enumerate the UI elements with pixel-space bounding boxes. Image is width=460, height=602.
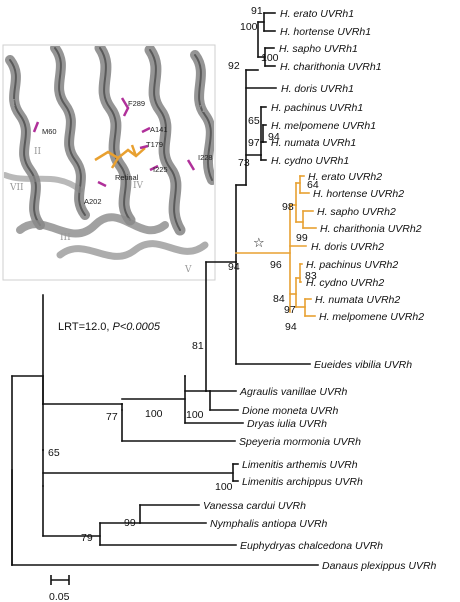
taxon-eueides-vibilia: Eueides vibilia UVRh [314,359,412,371]
bootstrap-values: 91 100 100 92 65 97 94 73 98 64 99 96 94… [48,5,319,544]
taxon-nymphalis-antiopa: Nymphalis antiopa UVRh [210,518,327,530]
residue-m60 [32,121,40,133]
uvrh2-clade [235,175,317,317]
helix-label-3: III [60,233,71,243]
helix-label-7: VII [9,183,24,193]
bootstrap-99-b: 99 [124,517,136,529]
bootstrap-84: 84 [273,293,285,305]
taxon-h-melpomene-uvrh1: H. melpomene UVRh1 [271,120,376,132]
bootstrap-83: 83 [305,270,317,282]
bootstrap-79: 79 [81,532,93,544]
taxon-danaus-plexippus: Danaus plexippus UVRh [322,560,437,572]
bootstrap-73: 73 [238,157,250,169]
taxon-limenitis-arthemis: Limenitis arthemis UVRh [242,459,358,471]
scale-bar [50,575,70,585]
taxon-h-sapho-uvrh2: H. sapho UVRh2 [317,206,396,218]
retinal-chromophore [94,144,146,169]
bootstrap-100-c: 100 [145,408,163,420]
helix-label-2: II [34,147,42,157]
residue-a202 [97,180,107,188]
bootstrap-77: 77 [106,411,118,423]
taxon-vanessa-cardui: Vanessa cardui UVRh [203,500,306,512]
bootstrap-94-a: 94 [268,131,280,143]
helix-label-1: I [12,99,16,109]
taxon-h-pachinus-uvrh2: H. pachinus UVRh2 [306,259,398,271]
bootstrap-92: 92 [228,60,240,72]
taxon-h-doris-uvrh2: H. doris UVRh2 [311,241,384,253]
bootstrap-64: 64 [307,179,319,191]
taxon-h-cydno-uvrh1: H. cydno UVRh1 [271,155,349,167]
taxon-h-erato-uvrh1: H. erato UVRh1 [280,8,354,20]
label-i225: I225 [153,165,168,174]
taxon-dione-moneta: Dione moneta UVRh [242,405,338,417]
taxon-h-erato-uvrh2: H. erato UVRh2 [308,171,382,183]
bootstrap-96: 96 [270,259,282,271]
bootstrap-100-e: 100 [215,481,233,493]
bootstrap-100-a: 100 [240,21,258,33]
opsin-structure-inset: F289 M60 A141 T179 Retinal A202 I225 I22… [2,44,216,281]
lrt-p-value: P<0.0005 [113,321,161,333]
taxon-h-pachinus-uvrh1: H. pachinus UVRh1 [271,102,363,114]
taxon-h-charithonia-uvrh1: H. charithonia UVRh1 [280,61,382,73]
label-a141: A141 [150,125,168,134]
taxon-h-melpomene-uvrh2: H. melpomene UVRh2 [319,311,424,323]
label-m60: M60 [42,127,57,136]
selection-star-icon: ☆ [253,236,265,251]
label-t179: T179 [146,140,163,149]
tree-branches [11,12,319,566]
taxon-agraulis-vanillae: Agraulis vanillae UVRh [239,386,348,398]
taxon-h-doris-uvrh1: H. doris UVRh1 [281,83,354,95]
lrt-annotation: LRT=12.0, P<0.0005 [58,321,161,333]
taxon-limenitis-archippus: Limenitis archippus UVRh [242,476,363,488]
helix-label-4: IV [133,181,144,191]
bootstrap-65-a: 65 [248,115,260,127]
bootstrap-94-b: 94 [228,261,240,273]
residue-i228 [186,159,196,171]
taxon-h-numata-uvrh2: H. numata UVRh2 [315,294,400,306]
residue-a141 [141,126,151,134]
bootstrap-100-b: 100 [261,52,279,64]
label-i228: I228 [198,153,213,162]
taxon-euphydryas-chalcedona: Euphydryas chalcedona UVRh [240,540,383,552]
residue-i225 [149,164,159,172]
taxon-h-sapho-uvrh1: H. sapho UVRh1 [279,43,358,55]
bootstrap-91: 91 [251,5,263,17]
taxon-h-hortense-uvrh2: H. hortense UVRh2 [313,188,404,200]
helix-label-6: VI [194,105,205,115]
bootstrap-81: 81 [192,340,204,352]
bootstrap-97-a: 97 [248,137,260,149]
taxon-h-cydno-uvrh2: H. cydno UVRh2 [306,277,384,289]
scale-bar-label: 0.05 [49,591,70,602]
label-a202: A202 [84,197,102,206]
taxon-speyeria-mormonia: Speyeria mormonia UVRh [239,436,361,448]
label-retinal: Retinal [115,173,139,182]
taxon-h-hortense-uvrh1: H. hortense UVRh1 [280,26,371,38]
residue-t179 [139,144,149,150]
taxon-dryas-iulia: Dryas iulia UVRh [247,418,327,430]
bootstrap-97-b: 97 [284,304,296,316]
label-f289: F289 [128,99,145,108]
scale-bar-line [50,575,70,585]
bootstrap-94-c: 94 [285,321,297,333]
residue-f289 [120,97,130,117]
lrt-prefix: LRT=12.0, [58,321,113,333]
helix-bundle: F289 M60 A141 T179 Retinal A202 I225 I22… [4,46,214,275]
helix-label-5: V [184,265,192,275]
taxon-labels: H. erato UVRh1 H. hortense UVRh1 H. saph… [203,8,437,572]
bootstrap-65-b: 65 [48,447,60,459]
bootstrap-99-a: 99 [296,232,308,244]
taxon-h-numata-uvrh1: H. numata UVRh1 [271,137,356,149]
bootstrap-100-d: 100 [186,409,204,421]
bootstrap-98: 98 [282,201,294,213]
taxon-h-charithonia-uvrh2: H. charithonia UVRh2 [320,223,422,235]
